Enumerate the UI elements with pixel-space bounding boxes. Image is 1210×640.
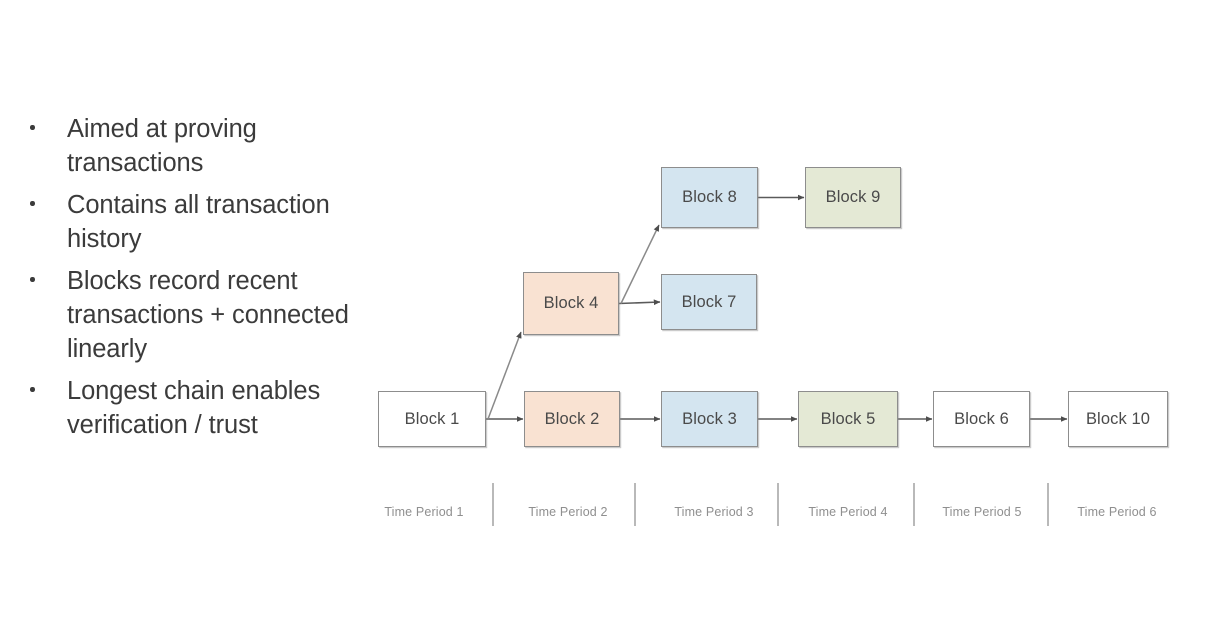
time-period-divider-1	[492, 483, 495, 526]
block-label: Block 2	[544, 409, 600, 428]
block-5[interactable]: Block 5	[798, 391, 898, 447]
edge-4-7	[618, 299, 661, 306]
block-2[interactable]: Block 2	[524, 391, 620, 447]
time-period-label-4: Time Period 4	[808, 505, 888, 519]
block-label: Block 9	[825, 188, 881, 206]
block-label: Block 3	[682, 409, 737, 428]
time-period-label-5: Time Period 5	[942, 505, 1022, 519]
bullet-dot-icon	[30, 387, 35, 392]
bullet-dot-icon	[30, 125, 35, 130]
bullet-dot-icon	[30, 277, 35, 282]
edge-1-4	[487, 331, 522, 420]
block-9[interactable]: Block 9	[805, 167, 901, 228]
block-label: Block 1	[404, 409, 460, 428]
time-period-divider-5	[1047, 483, 1050, 526]
bullet-dot-icon	[30, 201, 35, 206]
block-label: Block 10	[1085, 409, 1151, 428]
block-7[interactable]: Block 7	[661, 274, 757, 330]
block-label: Block 6	[954, 409, 1009, 428]
time-period-divider-2	[634, 483, 637, 526]
time-period-divider-4	[913, 483, 916, 526]
bullet-list: Aimed at proving transactions Contains a…	[20, 112, 365, 450]
block-8[interactable]: Block 8	[661, 167, 758, 228]
bullet-text: Longest chain enables verification / tru…	[67, 377, 321, 440]
bullet-item-2: Contains all transaction history	[20, 188, 365, 256]
bullet-item-1: Aimed at proving transactions	[20, 112, 365, 180]
block-1[interactable]: Block 1	[378, 391, 486, 447]
edge-4-8	[620, 224, 660, 304]
time-period-label-3: Time Period 3	[674, 505, 754, 519]
time-period-label-1: Time Period 1	[384, 505, 464, 519]
block-label: Block 8	[682, 188, 737, 206]
block-label: Block 7	[681, 292, 737, 311]
block-label: Block 4	[543, 294, 599, 312]
bullet-item-3: Blocks record recent transactions + conn…	[20, 264, 365, 366]
block-10[interactable]: Block 10	[1068, 391, 1168, 447]
time-period-divider-3	[777, 483, 780, 526]
bullet-text: Contains all transaction history	[67, 191, 330, 254]
block-6[interactable]: Block 6	[933, 391, 1030, 447]
bullet-item-4: Longest chain enables verification / tru…	[20, 374, 365, 442]
time-period-label-6: Time Period 6	[1077, 505, 1157, 519]
time-period-label-2: Time Period 2	[528, 505, 608, 519]
block-3[interactable]: Block 3	[661, 391, 758, 447]
bullet-text: Aimed at proving transactions	[67, 115, 257, 178]
bullet-text: Blocks record recent transactions + conn…	[67, 267, 349, 364]
block-label: Block 5	[820, 409, 876, 428]
block-4[interactable]: Block 4	[523, 272, 619, 335]
